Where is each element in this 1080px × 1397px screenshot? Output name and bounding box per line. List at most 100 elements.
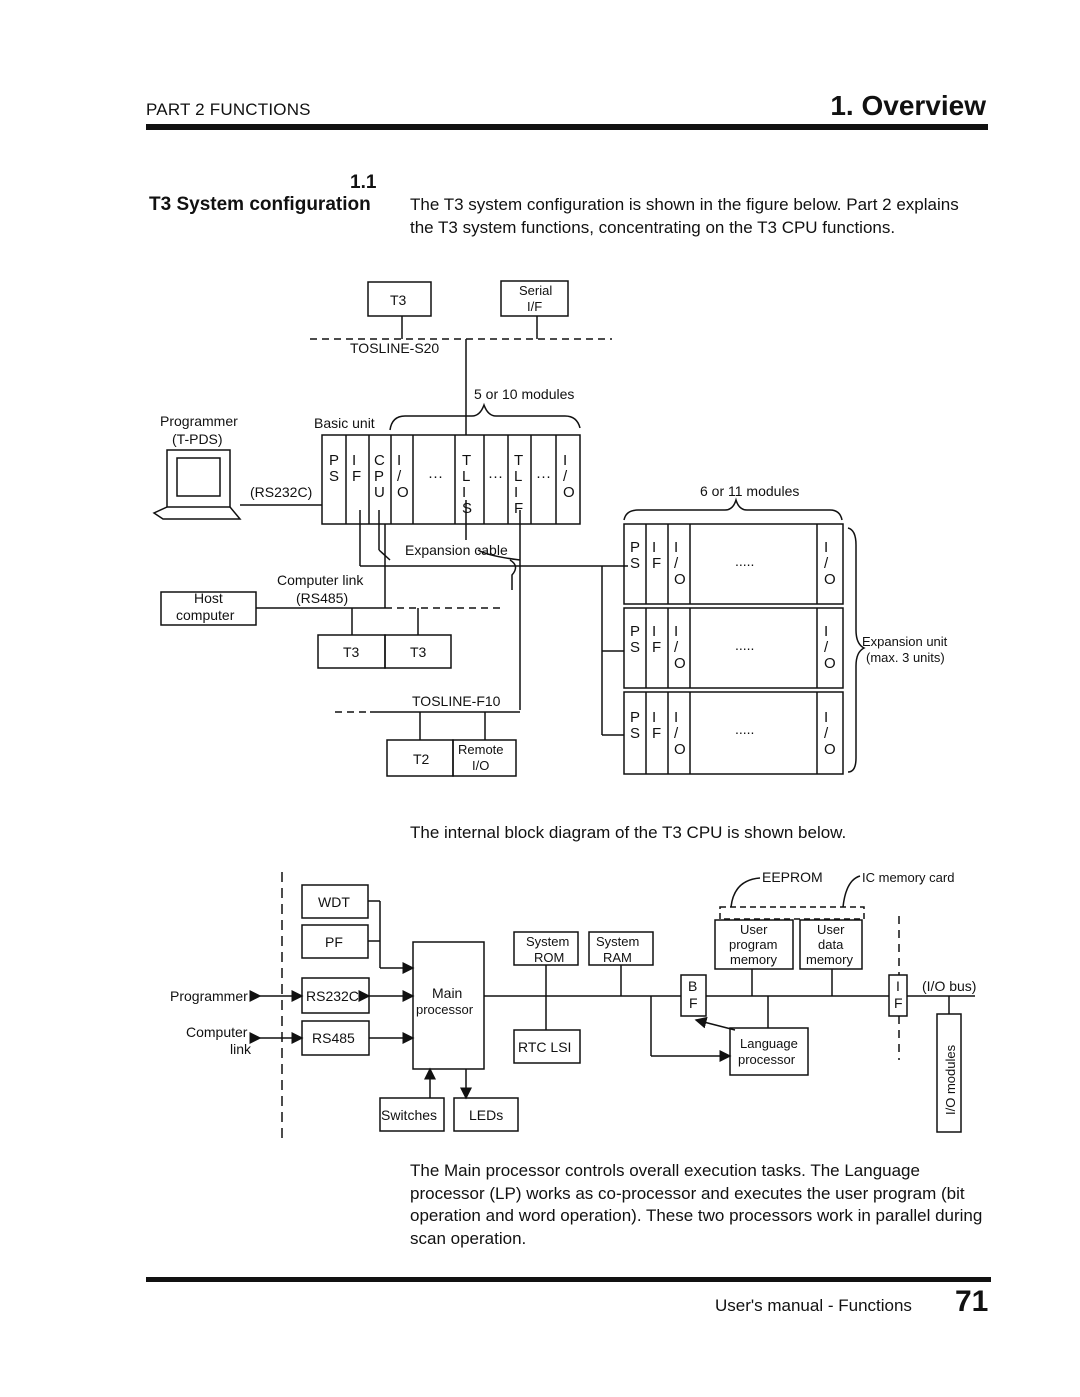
max-units-label: (max. 3 units) xyxy=(866,650,945,665)
rs232c-label: RS232C xyxy=(306,988,359,1004)
basic-unit-label: Basic unit xyxy=(314,415,375,431)
svg-text:P: P xyxy=(374,468,384,485)
io-modules-label: I/O modules xyxy=(943,1044,958,1115)
svg-text:O: O xyxy=(824,741,836,758)
block-link-label: link xyxy=(230,1041,252,1057)
svg-text:I: I xyxy=(674,539,678,556)
svg-text:P: P xyxy=(630,623,640,640)
ic-card-label: IC memory card xyxy=(862,870,954,885)
system-rom-label: System xyxy=(526,934,569,949)
svg-text:/: / xyxy=(563,468,568,485)
svg-text:F: F xyxy=(652,555,661,572)
svg-text:/: / xyxy=(824,555,829,572)
pf-label: PF xyxy=(325,934,343,950)
ram-label: RAM xyxy=(603,950,632,965)
svg-text:S: S xyxy=(630,639,640,656)
svg-text:I: I xyxy=(652,623,656,640)
svg-text:T: T xyxy=(462,452,471,469)
svg-text:I: I xyxy=(563,452,567,469)
svg-text:L: L xyxy=(462,468,470,485)
section-number: 1.1 xyxy=(350,172,377,193)
switches-label: Switches xyxy=(381,1107,437,1123)
svg-text:/: / xyxy=(397,468,402,485)
modules-5-10-label: 5 or 10 modules xyxy=(474,386,574,402)
page-number: 71 xyxy=(955,1285,989,1318)
svg-text:O: O xyxy=(563,484,575,501)
if-label: I/F xyxy=(527,299,542,314)
svg-text:F: F xyxy=(514,500,523,517)
if-i-label: I xyxy=(896,978,900,994)
svg-text:T: T xyxy=(514,452,523,469)
dots-2: ..... xyxy=(735,637,754,653)
dots-1: ..... xyxy=(735,553,754,569)
dots-3: ..... xyxy=(735,721,754,737)
rs485-config-label: (RS485) xyxy=(296,590,348,606)
svg-text:I: I xyxy=(462,484,466,501)
footer-manual: User's manual - Functions xyxy=(715,1296,912,1315)
section-title: T3 System configuration xyxy=(149,194,371,215)
intro-paragraph: The T3 system configuration is shown in … xyxy=(410,195,959,237)
block-diagram-intro: The internal block diagram of the T3 CPU… xyxy=(410,823,847,842)
language-label: Language xyxy=(740,1036,798,1051)
svg-text:O: O xyxy=(674,571,686,588)
system-ram-label: System xyxy=(596,934,639,949)
svg-text:I: I xyxy=(514,484,518,501)
if-f-label: F xyxy=(894,995,903,1011)
eeprom-label: EEPROM xyxy=(762,869,823,885)
remote-label: Remote xyxy=(458,742,504,757)
svg-text:O: O xyxy=(397,484,409,501)
t3-top-box-label: T3 xyxy=(390,292,407,308)
expansion-cable-label: Expansion cable xyxy=(405,542,508,558)
svg-text:I: I xyxy=(352,452,356,469)
tosline-f10-label: TOSLINE-F10 xyxy=(412,693,501,709)
svg-text:I: I xyxy=(674,623,678,640)
user-program-label-1: User xyxy=(740,922,768,937)
svg-text:S: S xyxy=(630,555,640,572)
svg-text:···: ··· xyxy=(488,468,503,485)
svg-text:C: C xyxy=(374,452,385,469)
svg-text:/: / xyxy=(674,555,679,572)
svg-text:/: / xyxy=(674,725,679,742)
svg-text:O: O xyxy=(824,571,836,588)
computer-label: computer xyxy=(176,607,235,623)
language-processor-label: processor xyxy=(738,1052,796,1067)
svg-text:L: L xyxy=(514,468,522,485)
block-programmer-label: Programmer xyxy=(170,988,248,1004)
user-program-label-2: program xyxy=(729,937,777,952)
header-rule xyxy=(146,124,988,130)
bf-b-label: B xyxy=(688,978,697,994)
svg-text:U: U xyxy=(374,484,385,501)
system-config-diagram: T3 Serial I/F TOSLINE-S20 5 or 10 module… xyxy=(152,280,948,777)
bf-f-label: F xyxy=(689,995,698,1011)
svg-text:I: I xyxy=(652,539,656,556)
svg-text:I: I xyxy=(824,539,828,556)
footer-rule xyxy=(146,1277,991,1282)
main-label: Main xyxy=(432,985,462,1001)
svg-text:F: F xyxy=(652,639,661,656)
processor-label: processor xyxy=(416,1002,474,1017)
svg-text:I: I xyxy=(824,623,828,640)
tpds-label: (T-PDS) xyxy=(172,431,223,447)
part-label: PART 2 FUNCTIONS xyxy=(146,100,311,119)
svg-text:/: / xyxy=(824,725,829,742)
rtc-label: RTC LSI xyxy=(518,1039,571,1055)
svg-text:S: S xyxy=(462,500,472,517)
svg-text:···: ··· xyxy=(428,468,443,485)
svg-text:P: P xyxy=(630,709,640,726)
t2-label: T2 xyxy=(413,751,430,767)
svg-text:/: / xyxy=(674,639,679,656)
svg-text:F: F xyxy=(352,468,361,485)
svg-text:···: ··· xyxy=(536,468,551,485)
serial-label: Serial xyxy=(519,283,552,298)
remote-io-label: I/O xyxy=(472,758,489,773)
block-computer-label: Computer xyxy=(186,1024,248,1040)
expansion-unit-label: Expansion unit xyxy=(862,634,948,649)
svg-text:/: / xyxy=(824,639,829,656)
user-data-label-3: memory xyxy=(806,952,853,967)
user-data-label-2: data xyxy=(818,937,844,952)
user-data-label-1: User xyxy=(817,922,845,937)
svg-text:S: S xyxy=(329,468,339,485)
computer-link-label: Computer link xyxy=(277,572,364,588)
rom-label: ROM xyxy=(534,950,564,965)
t3-a-label: T3 xyxy=(343,644,360,660)
